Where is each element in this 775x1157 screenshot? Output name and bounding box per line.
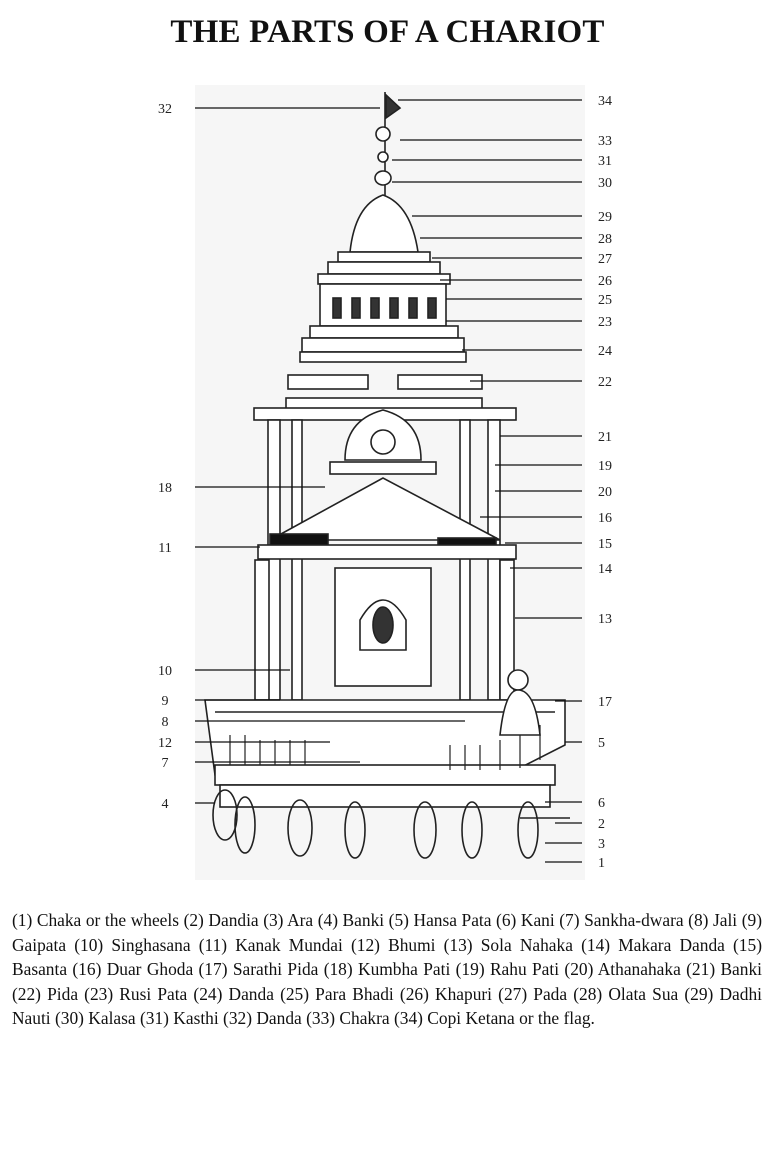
leader-lines (195, 99, 582, 863)
part-label-6: 6 (598, 796, 605, 811)
part-label-1: 1 (598, 856, 605, 871)
part-label-19: 19 (598, 459, 612, 474)
part-label-34: 34 (598, 94, 612, 109)
part-label-9: 9 (162, 694, 169, 709)
part-label-13: 13 (598, 612, 612, 627)
part-label-32: 32 (158, 102, 172, 117)
part-label-3: 3 (598, 837, 605, 852)
part-label-24: 24 (598, 344, 612, 359)
part-label-23: 23 (598, 315, 612, 330)
part-label-27: 27 (598, 252, 612, 267)
part-label-33: 33 (598, 134, 612, 149)
chariot-diagram: 3433313029282726252324222119201615141317… (158, 92, 612, 871)
part-number-labels: 3433313029282726252324222119201615141317… (158, 94, 612, 871)
part-label-4: 4 (162, 797, 169, 812)
page-title: THE PARTS OF A CHARIOT (170, 14, 605, 50)
part-label-22: 22 (598, 375, 612, 390)
legend-caption: (1) Chaka or the wheels (2) Dandia (3) A… (12, 910, 762, 1028)
part-label-14: 14 (598, 562, 612, 577)
part-label-10: 10 (158, 664, 172, 679)
part-label-29: 29 (598, 210, 612, 225)
part-label-31: 31 (598, 154, 612, 169)
part-label-25: 25 (598, 293, 612, 308)
part-label-7: 7 (162, 756, 169, 771)
chariot-drawing (204, 92, 570, 859)
part-label-12: 12 (158, 736, 172, 751)
part-label-21: 21 (598, 430, 612, 445)
part-label-17: 17 (598, 695, 612, 710)
part-label-18: 18 (158, 481, 172, 496)
part-label-15: 15 (598, 537, 612, 552)
part-label-26: 26 (598, 274, 612, 289)
part-label-11: 11 (158, 541, 171, 556)
part-label-2: 2 (598, 817, 605, 832)
part-label-8: 8 (162, 715, 169, 730)
part-label-5: 5 (598, 736, 605, 751)
part-label-20: 20 (598, 485, 612, 500)
part-label-28: 28 (598, 232, 612, 247)
part-label-30: 30 (598, 176, 612, 191)
part-label-16: 16 (598, 511, 612, 526)
